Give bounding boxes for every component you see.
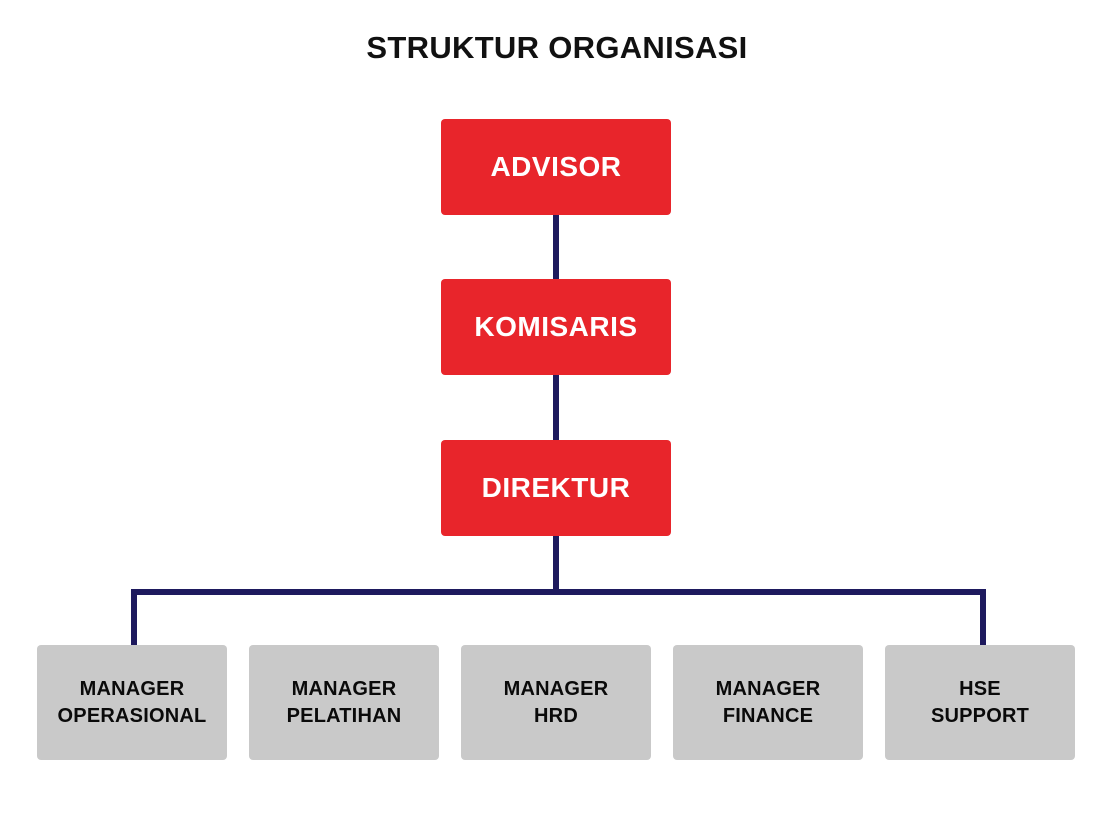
connector-horizontal-bus — [131, 589, 986, 595]
node-manager-finance[interactable]: MANAGER FINANCE — [673, 645, 863, 760]
node-direktur-label: DIREKTUR — [481, 472, 631, 503]
connector-advisor-komisaris — [553, 214, 559, 279]
connector-drop-manager-operasional — [131, 589, 137, 647]
node-manager-hrd[interactable]: MANAGER HRD — [461, 645, 651, 760]
node-komisaris[interactable]: KOMISARIS — [441, 279, 671, 375]
node-manager-finance-label: MANAGER FINANCE — [715, 677, 821, 727]
node-advisor[interactable]: ADVISOR — [441, 119, 671, 215]
connector-drop-hse-support — [980, 589, 986, 647]
node-direktur[interactable]: DIREKTUR — [441, 440, 671, 536]
page-title: STRUKTUR ORGANISASI — [366, 30, 748, 65]
node-manager-pelatihan[interactable]: MANAGER PELATIHAN — [249, 645, 439, 760]
node-manager-hrd-label: MANAGER HRD — [503, 677, 609, 727]
node-manager-operasional[interactable]: MANAGER OPERASIONAL — [37, 645, 227, 760]
node-advisor-label: ADVISOR — [490, 151, 622, 182]
node-komisaris-label: KOMISARIS — [474, 311, 638, 342]
connector-komisaris-direktur — [553, 375, 559, 440]
node-hse-support-label: HSE SUPPORT — [930, 677, 1030, 727]
connector-direktur-stem — [553, 536, 559, 595]
node-manager-operasional-label: MANAGER OPERASIONAL — [57, 677, 207, 727]
node-manager-pelatihan-label: MANAGER PELATIHAN — [286, 677, 402, 727]
node-hse-support[interactable]: HSE SUPPORT — [885, 645, 1075, 760]
